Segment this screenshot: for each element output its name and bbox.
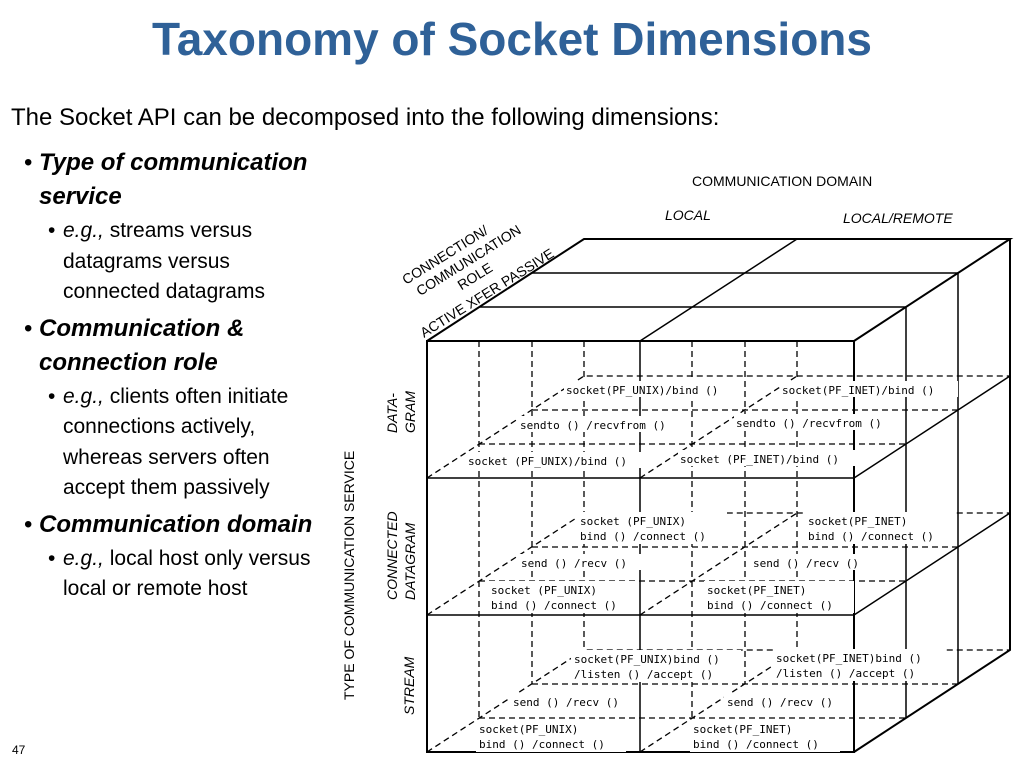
dg-back-local: socket(PF_UNIX)/bind () xyxy=(566,384,718,397)
role-values-label: ACTIVE XFER PASSIVE xyxy=(417,245,557,340)
sub-bullet-service-type: •e.g., streams versus datagrams versus c… xyxy=(48,219,265,303)
st-front-local-2: bind () /connect () xyxy=(479,738,605,751)
st-back-local-2: /listen () /accept () xyxy=(574,668,713,681)
cd-back-local-2: bind () /connect () xyxy=(580,530,706,543)
cd-back-local-1: socket (PF_UNIX) xyxy=(580,515,686,528)
bullet-detail: streams versus datagrams versus connecte… xyxy=(63,219,265,303)
dg-front-local: socket (PF_UNIX)/bind () xyxy=(468,455,627,468)
page-number: 47 xyxy=(12,743,26,757)
datagram-label-2: GRAM xyxy=(402,391,418,433)
connected-datagram-label-2: DATAGRAM xyxy=(402,522,418,600)
bullet-heading: Communication & connection role xyxy=(39,314,245,376)
eg-label: e.g., xyxy=(63,384,104,408)
role-axis-label-3: ROLE xyxy=(454,259,495,293)
bullet-role: •Communication & connection role xyxy=(24,314,245,376)
slide-title: Taxonomy of Socket Dimensions xyxy=(152,13,872,65)
connected-datagram-label-1: CONNECTED xyxy=(384,511,400,600)
role-axis-label-1: CONNECTION/ xyxy=(399,222,491,288)
datagram-label-1: DATA- xyxy=(384,393,400,433)
eg-label: e.g., xyxy=(63,546,104,570)
eg-label: e.g., xyxy=(63,219,104,242)
st-back-remote-1: socket(PF_INET)bind () xyxy=(776,652,922,665)
st-mid-remote: send () /recv () xyxy=(727,696,833,709)
bullet-detail: local host only versus local or remote h… xyxy=(63,546,311,601)
domain-local-label: LOCAL xyxy=(665,207,711,223)
bullet-heading: Type of communication service xyxy=(39,149,308,210)
bullet-heading: Communication domain xyxy=(39,510,313,538)
bullet-detail: clients often initiate connections activ… xyxy=(63,384,289,500)
dg-back-remote: socket(PF_INET)/bind () xyxy=(782,384,934,397)
cube-top-face xyxy=(426,238,1014,342)
right-slab-line-2 xyxy=(853,512,1011,616)
intro-text: The Socket API can be decomposed into th… xyxy=(11,104,720,131)
st-front-remote-1: socket(PF_INET) xyxy=(693,723,792,736)
sub-bullet-role: •e.g., clients often initiate connection… xyxy=(48,384,289,500)
domain-remote-label: LOCAL/REMOTE xyxy=(843,210,953,226)
st-mid-local: send () /recv () xyxy=(513,696,619,709)
stream-label: STREAM xyxy=(401,656,417,715)
bullet-list: •Type of communication service •e.g., st… xyxy=(24,146,324,609)
domain-axis-label: COMMUNICATION DOMAIN xyxy=(692,173,872,189)
role-axis-label-2: COMMUNICATION xyxy=(413,221,523,298)
dg-front-remote: socket (PF_INET)/bind () xyxy=(680,453,839,466)
cd-front-local-2: bind () /connect () xyxy=(491,599,617,612)
st-back-remote-2: /listen () /accept () xyxy=(776,667,915,680)
bullet-domain: •Communication domain xyxy=(24,510,313,538)
cd-mid-local: send () /recv () xyxy=(521,557,627,570)
right-slab-line-1 xyxy=(853,375,1011,479)
service-axis-label: TYPE OF COMMUNICATION SERVICE xyxy=(341,451,357,700)
cube-right-face xyxy=(853,239,1011,753)
cd-front-remote-2: bind () /connect () xyxy=(707,599,833,612)
cd-front-remote-1: socket(PF_INET) xyxy=(707,584,806,597)
bullet-service-type: •Type of communication service xyxy=(24,149,308,210)
sub-bullet-domain: •e.g., local host only versus local or r… xyxy=(48,546,311,601)
dg-mid-remote: sendto () /recvfrom () xyxy=(736,417,882,430)
st-front-remote-2: bind () /connect () xyxy=(693,738,819,751)
st-back-local-1: socket(PF_UNIX)bind () xyxy=(574,653,720,666)
cd-front-local-1: socket (PF_UNIX) xyxy=(491,584,597,597)
cd-mid-remote: send () /recv () xyxy=(753,557,859,570)
top-divider-domain xyxy=(639,238,798,342)
cd-back-remote-1: socket(PF_INET) xyxy=(808,515,907,528)
cube-front-face xyxy=(426,340,855,753)
st-front-local-1: socket(PF_UNIX) xyxy=(479,723,578,736)
cd-back-remote-2: bind () /connect () xyxy=(808,530,934,543)
dg-mid-local: sendto () /recvfrom () xyxy=(520,419,666,432)
